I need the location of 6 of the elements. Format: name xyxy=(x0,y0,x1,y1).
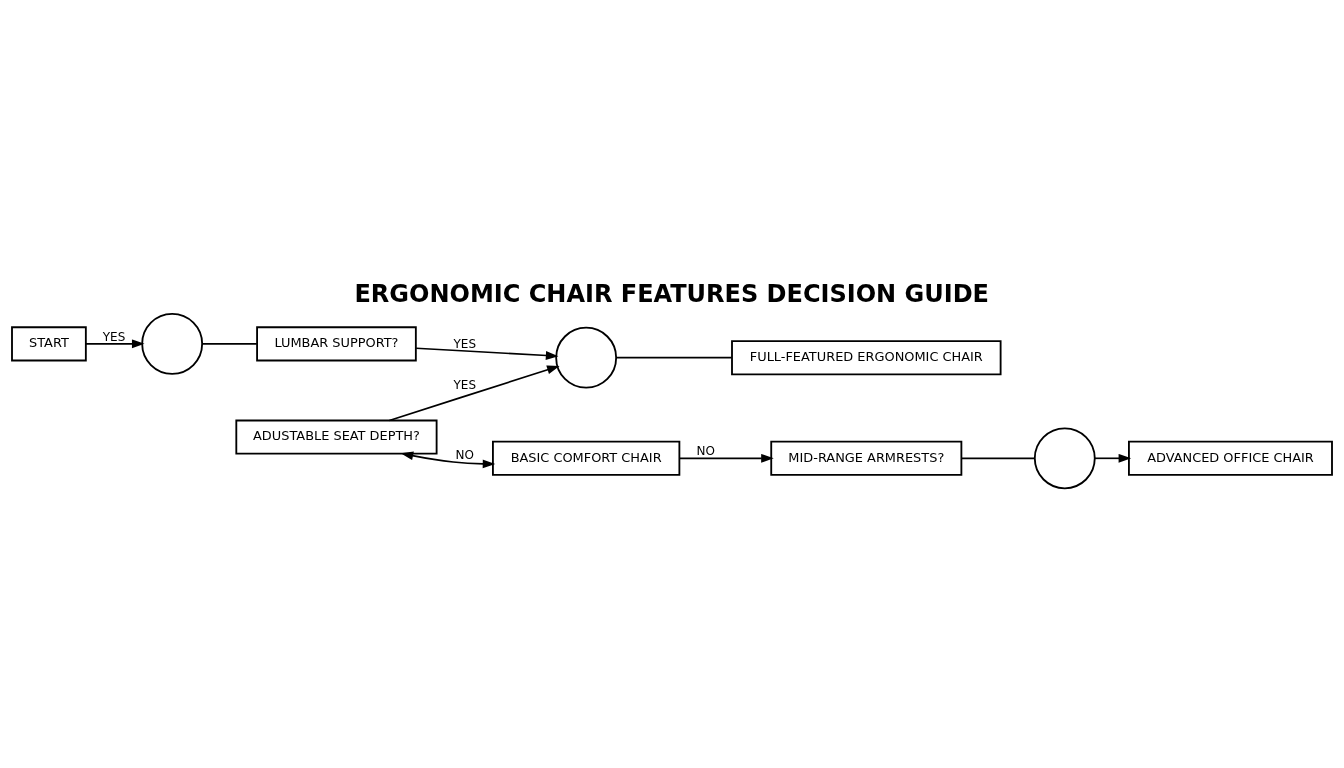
edge-label: YES xyxy=(453,378,477,393)
edge-label: YES xyxy=(453,336,477,351)
edge-label: YES xyxy=(102,329,126,344)
edge-label: NO xyxy=(696,443,715,458)
edge-label: NO xyxy=(455,447,474,462)
diagram-title: ERGONOMIC CHAIR FEATURES DECISION GUIDE xyxy=(354,279,989,308)
